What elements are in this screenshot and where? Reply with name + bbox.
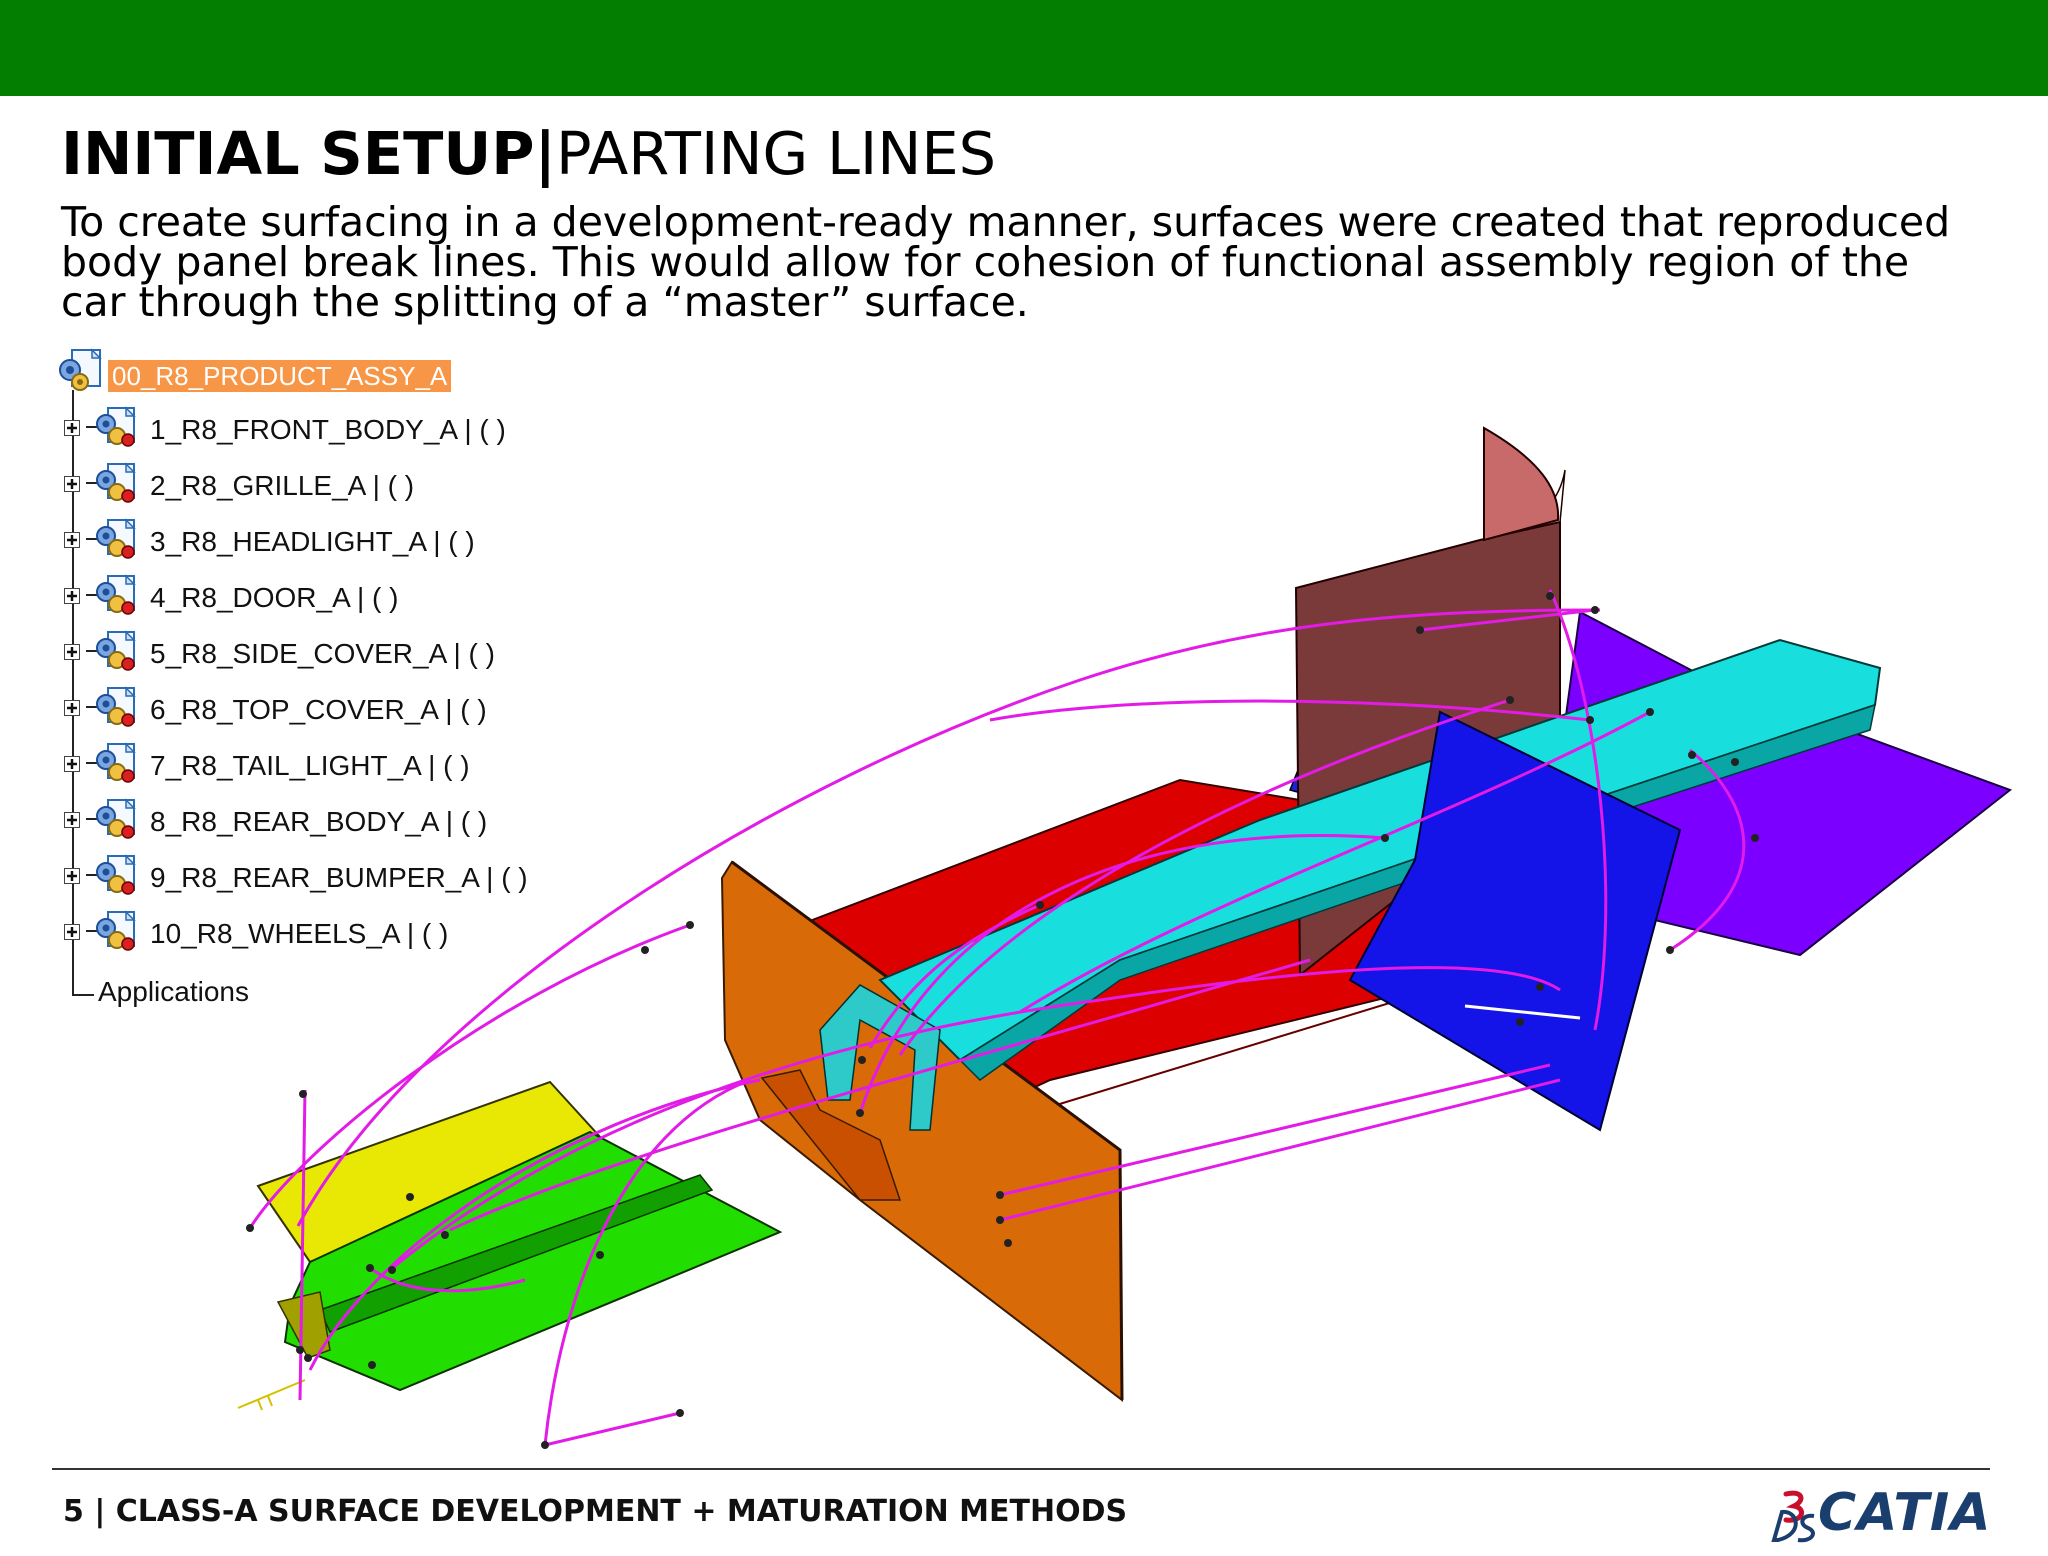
product-icon [86, 798, 136, 839]
tree-node-label: 1_R8_FRONT_BODY_A | ( ) [150, 414, 506, 445]
tree-node[interactable]: 8_R8_REAR_BODY_A | ( ) [56, 798, 576, 842]
tree-node-label: 4_R8_DOOR_A | ( ) [150, 582, 399, 613]
expand-plus-icon[interactable] [64, 812, 80, 828]
parting-lines-model [237, 426, 2013, 1449]
title-bold: INITIAL SETUP [61, 119, 535, 188]
tree-node-label: 6_R8_TOP_COVER_A | ( ) [150, 694, 487, 725]
footer-rule [52, 1468, 1990, 1470]
tree-node[interactable]: 7_R8_TAIL_LIGHT_A | ( ) [56, 742, 576, 786]
tree-node[interactable]: 9_R8_REAR_BUMPER_A | ( ) [56, 854, 576, 898]
expand-plus-icon[interactable] [64, 700, 80, 716]
top-color-band [0, 0, 2048, 96]
expand-plus-icon[interactable] [64, 420, 80, 436]
catia-logo: CATIA [1768, 1480, 1998, 1544]
description: To create surfacing in a development-rea… [61, 198, 1951, 326]
product-assembly-icon [59, 348, 102, 391]
tree-connector [72, 994, 94, 996]
tree-applications[interactable]: Applications [98, 976, 249, 1007]
product-icon [86, 910, 136, 951]
tree-node[interactable]: 4_R8_DOOR_A | ( ) [56, 574, 576, 618]
product-icon [86, 518, 136, 559]
footer-text: 5 | CLASS-A SURFACE DEVELOPMENT + MATURA… [63, 1494, 1128, 1529]
tree-root-label: 00_R8_PRODUCT_ASSY_A [108, 360, 452, 392]
tree-node-label: 5_R8_SIDE_COVER_A | ( ) [150, 638, 495, 669]
expand-plus-icon[interactable] [64, 532, 80, 548]
product-icon [86, 686, 136, 727]
expand-plus-icon[interactable] [64, 756, 80, 772]
tree-node-label: 9_R8_REAR_BUMPER_A | ( ) [150, 862, 528, 893]
tree-node-label: 8_R8_REAR_BODY_A | ( ) [150, 806, 488, 837]
title-light: PARTING LINES [556, 119, 997, 188]
expand-plus-icon[interactable] [64, 588, 80, 604]
title-separator: | [534, 119, 557, 188]
tree-node-label: 2_R8_GRILLE_A | ( ) [150, 470, 415, 501]
tree-node[interactable]: 3_R8_HEADLIGHT_A | ( ) [56, 518, 576, 562]
tree-node[interactable]: 6_R8_TOP_COVER_A | ( ) [56, 686, 576, 730]
tree-connector [72, 390, 74, 996]
product-icon [86, 462, 136, 503]
product-icon [86, 574, 136, 615]
tree-node[interactable]: 1_R8_FRONT_BODY_A | ( ) [56, 406, 576, 450]
tree-node[interactable]: 5_R8_SIDE_COVER_A | ( ) [56, 630, 576, 674]
expand-plus-icon[interactable] [64, 476, 80, 492]
tree-node[interactable]: 2_R8_GRILLE_A | ( ) [56, 462, 576, 506]
product-icon [86, 742, 136, 783]
product-icon [86, 630, 136, 671]
tree-node-label: 10_R8_WHEELS_A | ( ) [150, 918, 449, 949]
tree-node-label: 7_R8_TAIL_LIGHT_A | ( ) [150, 750, 470, 781]
description-line: car through the splitting of a “master” … [61, 278, 1029, 326]
tree-node[interactable]: 10_R8_WHEELS_A | ( ) [56, 910, 576, 954]
product-icon [86, 854, 136, 895]
product-icon [86, 406, 136, 447]
3ds-logo-icon [1771, 1490, 1815, 1543]
description-line: To create surfacing in a development-rea… [61, 198, 1951, 246]
description-line: body panel break lines. This would allow… [61, 238, 1910, 286]
expand-plus-icon[interactable] [64, 868, 80, 884]
catia-wordmark: CATIA [1818, 1483, 1992, 1543]
tree-node-label: 3_R8_HEADLIGHT_A | ( ) [150, 526, 475, 557]
expand-plus-icon[interactable] [64, 644, 80, 660]
expand-plus-icon[interactable] [64, 924, 80, 940]
slide-title: INITIAL SETUP|PARTING LINES [61, 118, 996, 190]
